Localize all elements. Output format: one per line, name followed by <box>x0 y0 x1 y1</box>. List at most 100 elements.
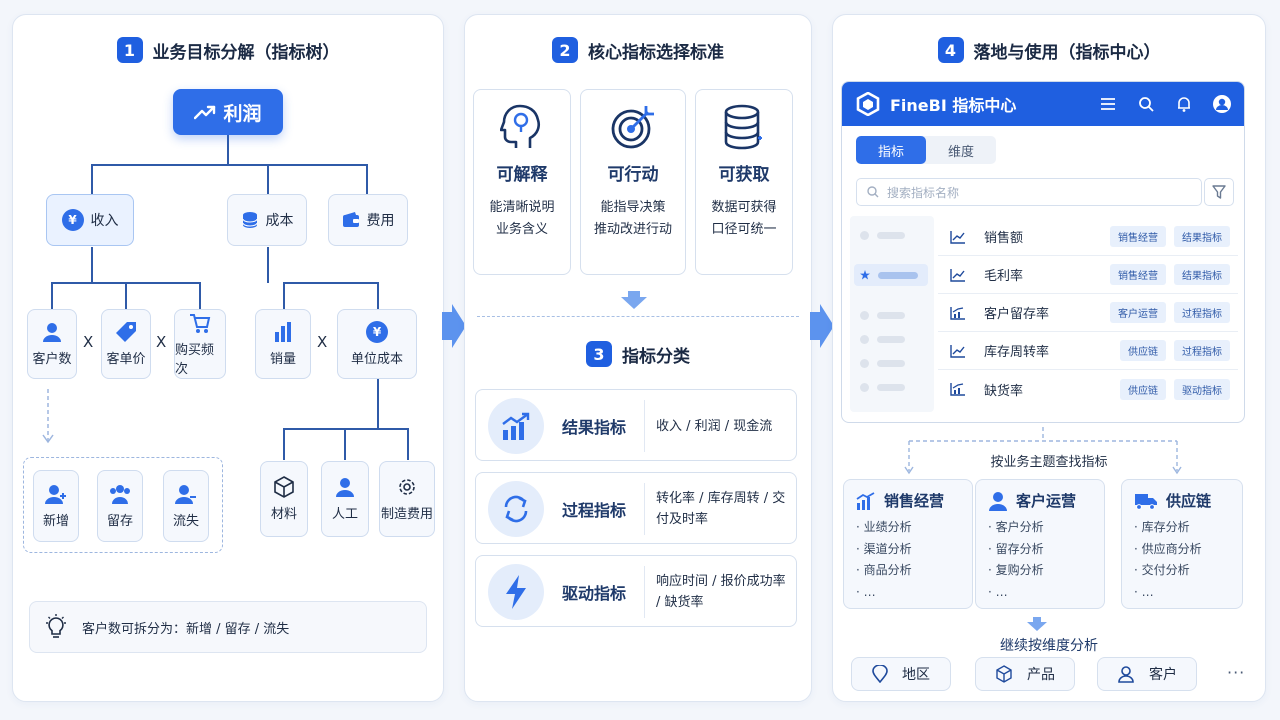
metric-row[interactable]: 缺货率 供应链 驱动指标 <box>938 370 1238 408</box>
yen-icon: ¥ <box>61 209 84 231</box>
domain-sales[interactable]: 销售经营 · 业绩分析 · 渠道分析 · 商品分析 · … <box>843 479 973 609</box>
node-sales-volume-label: 销量 <box>269 352 296 367</box>
search-icon[interactable] <box>1132 96 1160 112</box>
cycle-icon <box>504 495 528 523</box>
metric-type-tag: 结果指标 <box>1174 226 1230 247</box>
domain-item: · 复购分析 <box>988 563 1044 577</box>
connector <box>344 428 346 460</box>
dimension-label-text: 客户 <box>1149 667 1177 683</box>
search-input[interactable]: 搜索指标名称 <box>856 178 1202 206</box>
more-dimensions[interactable]: ··· <box>1227 663 1246 682</box>
metric-row[interactable]: 客户留存率 客户运营 过程指标 <box>938 294 1238 332</box>
tab-bar: 指标 维度 <box>856 136 996 164</box>
sidebar-item[interactable] <box>860 332 905 346</box>
connector <box>199 282 201 310</box>
metric-domain-tag: 供应链 <box>1120 378 1166 400</box>
node-expense-label: 费用 <box>366 213 395 229</box>
node-churned-customers: 流失 <box>163 470 209 542</box>
filter-icon <box>1212 185 1226 199</box>
node-new-label: 新增 <box>42 514 69 529</box>
node-sales-volume: 销量 <box>255 309 311 379</box>
dimension-product-button[interactable]: 产品 <box>975 657 1075 691</box>
tab-metrics[interactable]: 指标 <box>856 136 926 164</box>
domain-customer[interactable]: 客户运营 · 客户分析 · 留存分析 · 复购分析 · … <box>975 479 1105 609</box>
app-title: FineBI 指标中心 <box>890 96 1017 115</box>
panel1-title: 1 业务目标分解（指标树） <box>13 37 443 63</box>
metric-row[interactable]: 库存周转率 供应链 过程指标 <box>938 332 1238 370</box>
step-number-3: 3 <box>586 341 612 367</box>
node-labor-label: 人工 <box>331 507 358 522</box>
sidebar-item[interactable] <box>860 356 905 370</box>
star-icon <box>860 270 870 280</box>
criterion-desc: 数据可获得 口径可统一 <box>711 197 776 241</box>
lookup-label: 按业务主题查找指标 <box>990 455 1108 470</box>
criterion-desc: 能清晰说明 业务含义 <box>489 197 554 241</box>
bell-icon[interactable] <box>1170 96 1198 112</box>
node-labor: 人工 <box>321 461 369 537</box>
sidebar-item[interactable] <box>860 380 905 394</box>
app-header: FineBI 指标中心 <box>842 82 1244 126</box>
metric-domain-tag: 客户运营 <box>1110 302 1166 323</box>
flow-arrow-icon <box>442 304 466 348</box>
section-divider <box>477 316 799 317</box>
user-remove-icon <box>175 485 196 504</box>
menu-icon[interactable] <box>1094 97 1122 111</box>
node-unit-price-label: 客单价 <box>106 352 146 367</box>
divider <box>644 400 645 452</box>
search-placeholder: 搜索指标名称 <box>887 185 960 200</box>
category-icon-wrap <box>488 481 544 537</box>
domain-item: · 交付分析 <box>1134 563 1190 577</box>
node-material: 材料 <box>260 461 308 537</box>
criterion-obtainable: 可获取 数据可获得 口径可统一 <box>695 89 793 275</box>
price-tag-icon <box>116 322 136 342</box>
domain-title: 供应链 <box>1166 492 1212 510</box>
dimension-region-button[interactable]: 地区 <box>851 657 951 691</box>
domain-item: · … <box>856 584 876 599</box>
criterion-desc-line: 数据可获得 <box>711 200 777 215</box>
connector <box>377 379 379 429</box>
node-expense: 费用 <box>328 194 408 246</box>
category-desc: 收入 / 利润 / 现金流 <box>656 418 773 434</box>
box-icon <box>996 665 1012 683</box>
panel3-title: 3 指标分类 <box>465 341 811 367</box>
sidebar-item[interactable] <box>860 308 905 322</box>
panel1-title-text: 业务目标分解（指标树） <box>152 42 340 63</box>
divider <box>644 566 645 618</box>
panel-metric-selection: 2 核心指标选择标准 可解释 能清晰说明 业务含义 可行动 能指导决策 推动改进… <box>464 14 812 702</box>
node-churned-label: 流失 <box>172 514 199 529</box>
tip-box: 客户数可拆分为：新增 / 留存 / 流失 <box>29 601 427 653</box>
metric-name: 客户留存率 <box>984 307 1050 322</box>
worker-icon <box>336 478 354 497</box>
node-revenue-label: 收入 <box>90 213 119 229</box>
category-icon-wrap <box>488 398 544 454</box>
box-icon <box>274 476 294 498</box>
metric-row[interactable]: 销售额 销售经营 结果指标 <box>938 218 1238 256</box>
dimension-customer-button[interactable]: 客户 <box>1097 657 1197 691</box>
domain-item: · … <box>1134 584 1154 599</box>
search-icon <box>867 186 879 198</box>
metric-domain-tag: 销售经营 <box>1110 226 1166 247</box>
multiply-sign: X <box>156 333 167 351</box>
panel-metric-tree: 1 业务目标分解（指标树） 利润 ¥ 收入 <box>12 14 444 702</box>
sidebar-item-favorites[interactable] <box>854 264 928 286</box>
criterion-actionable: 可行动 能指导决策 推动改进行动 <box>580 89 686 275</box>
wallet-icon <box>342 212 359 227</box>
tab-dimensions[interactable]: 维度 <box>947 144 974 160</box>
dashed-arrow <box>42 389 54 444</box>
sidebar <box>850 216 934 412</box>
domain-title: 客户运营 <box>1016 492 1077 510</box>
sidebar-item[interactable] <box>860 228 905 242</box>
connector <box>283 282 285 310</box>
domain-item: · 留存分析 <box>988 541 1044 556</box>
metric-row[interactable]: 毛利率 销售经营 结果指标 <box>938 256 1238 294</box>
connector <box>227 135 229 165</box>
category-name: 过程指标 <box>562 501 627 520</box>
domain-supply-chain[interactable]: 供应链 · 库存分析 · 供应商分析 · 交付分析 · … <box>1121 479 1243 609</box>
filter-button[interactable] <box>1204 178 1234 206</box>
avatar-icon[interactable] <box>1208 94 1236 114</box>
tip-text: 客户数可拆分为：新增 / 留存 / 流失 <box>82 621 290 637</box>
step-number-4: 4 <box>937 37 964 63</box>
node-unit-cost-label: 单位成本 <box>350 352 403 367</box>
bar-trend-icon <box>950 306 965 320</box>
metric-name: 销售额 <box>984 231 1024 246</box>
